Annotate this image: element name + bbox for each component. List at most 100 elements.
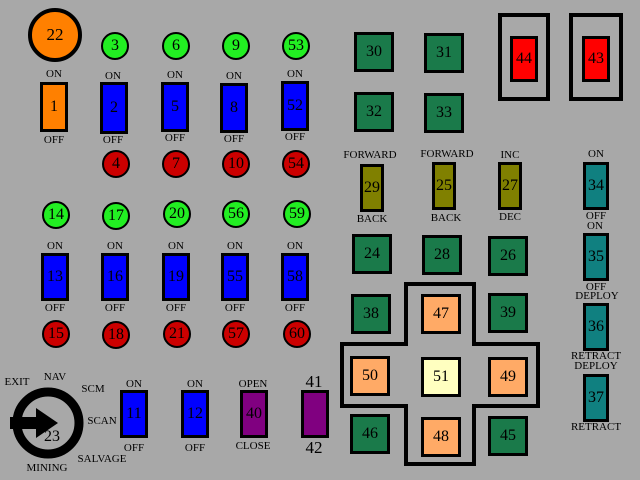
button-26[interactable]: 26	[488, 236, 528, 276]
button-43[interactable]: 43	[582, 36, 610, 82]
switch-5[interactable]: 5	[161, 82, 189, 132]
button-44[interactable]: 44	[510, 36, 538, 82]
switch-19[interactable]: 19	[162, 253, 190, 301]
button-46[interactable]: 46	[350, 414, 390, 454]
switch-12-on-label: ON	[187, 378, 203, 390]
switch-36-retract-label: RETRACT	[570, 350, 622, 362]
switch-52-on-label: ON	[287, 68, 303, 80]
switch-16-on-label: ON	[107, 240, 123, 252]
switch-11-off-label: OFF	[123, 442, 145, 454]
switch-13[interactable]: 13	[41, 253, 69, 301]
switch-27[interactable]: 27	[498, 162, 522, 210]
button-45[interactable]: 45	[488, 416, 528, 456]
indicator-10[interactable]: 10	[222, 150, 250, 178]
indicator-4[interactable]: 4	[102, 150, 130, 178]
switch-58[interactable]: 58	[281, 253, 309, 301]
switch-16-off-label: OFF	[104, 302, 126, 314]
switch-16[interactable]: 16	[101, 253, 129, 301]
indicator-14[interactable]: 14	[42, 201, 70, 229]
switch-41-42[interactable]	[301, 390, 329, 438]
indicator-59[interactable]: 59	[283, 200, 311, 228]
button-32[interactable]: 32	[354, 92, 394, 132]
switch-35-on-label: ON	[587, 220, 603, 232]
switch-2[interactable]: 2	[100, 82, 128, 134]
button-31[interactable]: 31	[424, 33, 464, 73]
switch-37[interactable]: 37	[583, 374, 609, 422]
indicator-54[interactable]: 54	[282, 150, 310, 178]
indicator-3[interactable]: 3	[101, 32, 129, 60]
switch-1-off-label: OFF	[43, 134, 65, 146]
dial-label-exit: EXIT	[4, 376, 30, 388]
button-38[interactable]: 38	[351, 294, 391, 334]
switch-12[interactable]: 12	[181, 390, 209, 438]
switch-58-on-label: ON	[287, 240, 303, 252]
direction-pad-frame	[340, 282, 540, 466]
indicator-21[interactable]: 21	[163, 320, 191, 348]
switch-36[interactable]: 36	[583, 303, 609, 351]
dial-label-scan: SCAN	[87, 415, 117, 427]
indicator-17[interactable]: 17	[102, 202, 130, 230]
switch-19-off-label: OFF	[165, 302, 187, 314]
button-47[interactable]: 47	[421, 294, 461, 334]
switch-25-back-label: BACK	[430, 212, 462, 224]
dial-label-salvage: SALVAGE	[77, 453, 127, 465]
indicator-20[interactable]: 20	[163, 200, 191, 228]
switch-37-retract-label: RETRACT	[570, 421, 622, 433]
dial-label-nav: NAV	[43, 371, 67, 383]
switch-37-deploy-label: DEPLOY	[574, 360, 618, 372]
indicator-22[interactable]: 22	[28, 8, 82, 62]
dial-label-scm: SCM	[81, 383, 105, 395]
switch-11[interactable]: 11	[120, 390, 148, 438]
switch-29[interactable]: 29	[360, 164, 384, 212]
switch-35-off-label: OFF	[585, 281, 607, 293]
dial-label-mining: MINING	[26, 462, 68, 474]
indicator-6[interactable]: 6	[162, 32, 190, 60]
switch-27-inc-label: INC	[500, 149, 520, 161]
switch-58-off-label: OFF	[284, 302, 306, 314]
switch-35[interactable]: 35	[583, 233, 609, 281]
button-49[interactable]: 49	[488, 357, 528, 397]
button-33[interactable]: 33	[424, 93, 464, 133]
switch-42-label: 42	[305, 438, 323, 457]
indicator-53[interactable]: 53	[282, 32, 310, 60]
frame-43	[569, 13, 623, 101]
indicator-7[interactable]: 7	[162, 150, 190, 178]
indicator-18[interactable]: 18	[102, 321, 130, 349]
switch-41-label: 41	[305, 372, 323, 391]
button-30[interactable]: 30	[354, 32, 394, 72]
switch-52[interactable]: 52	[281, 81, 309, 131]
switch-19-on-label: ON	[168, 240, 184, 252]
switch-34-on-label: ON	[588, 148, 604, 160]
indicator-56[interactable]: 56	[222, 200, 250, 228]
switch-8-on-label: ON	[226, 70, 242, 82]
switch-1-on-label: ON	[46, 68, 62, 80]
switch-36-deploy-label: DEPLOY	[575, 290, 619, 302]
switch-1[interactable]: 1	[40, 82, 68, 132]
button-28[interactable]: 28	[422, 235, 462, 275]
button-51[interactable]: 51	[421, 357, 461, 397]
mode-dial-value: 23	[44, 428, 60, 445]
switch-55[interactable]: 55	[221, 253, 249, 301]
switch-25[interactable]: 25	[432, 162, 456, 210]
mode-dial-knob[interactable]	[6, 384, 90, 462]
frame-44	[498, 13, 550, 101]
indicator-57[interactable]: 57	[222, 320, 250, 348]
switch-2-on-label: ON	[105, 70, 121, 82]
button-24[interactable]: 24	[352, 234, 392, 274]
button-50[interactable]: 50	[350, 356, 390, 396]
switch-29-forward-label: FORWARD	[343, 149, 397, 161]
indicator-15[interactable]: 15	[42, 320, 70, 348]
switch-8[interactable]: 8	[220, 83, 248, 133]
switch-40[interactable]: 40	[240, 390, 268, 438]
switch-2-off-label: OFF	[102, 134, 124, 146]
indicator-60[interactable]: 60	[283, 320, 311, 348]
button-39[interactable]: 39	[488, 293, 528, 333]
switch-29-back-label: BACK	[356, 213, 388, 225]
indicator-9[interactable]: 9	[222, 32, 250, 60]
switch-8-off-label: OFF	[223, 133, 245, 145]
switch-34[interactable]: 34	[583, 162, 609, 210]
button-48[interactable]: 48	[421, 417, 461, 457]
switch-55-off-label: OFF	[224, 302, 246, 314]
switch-13-off-label: OFF	[44, 302, 66, 314]
switch-34-off-label: OFF	[585, 210, 607, 222]
